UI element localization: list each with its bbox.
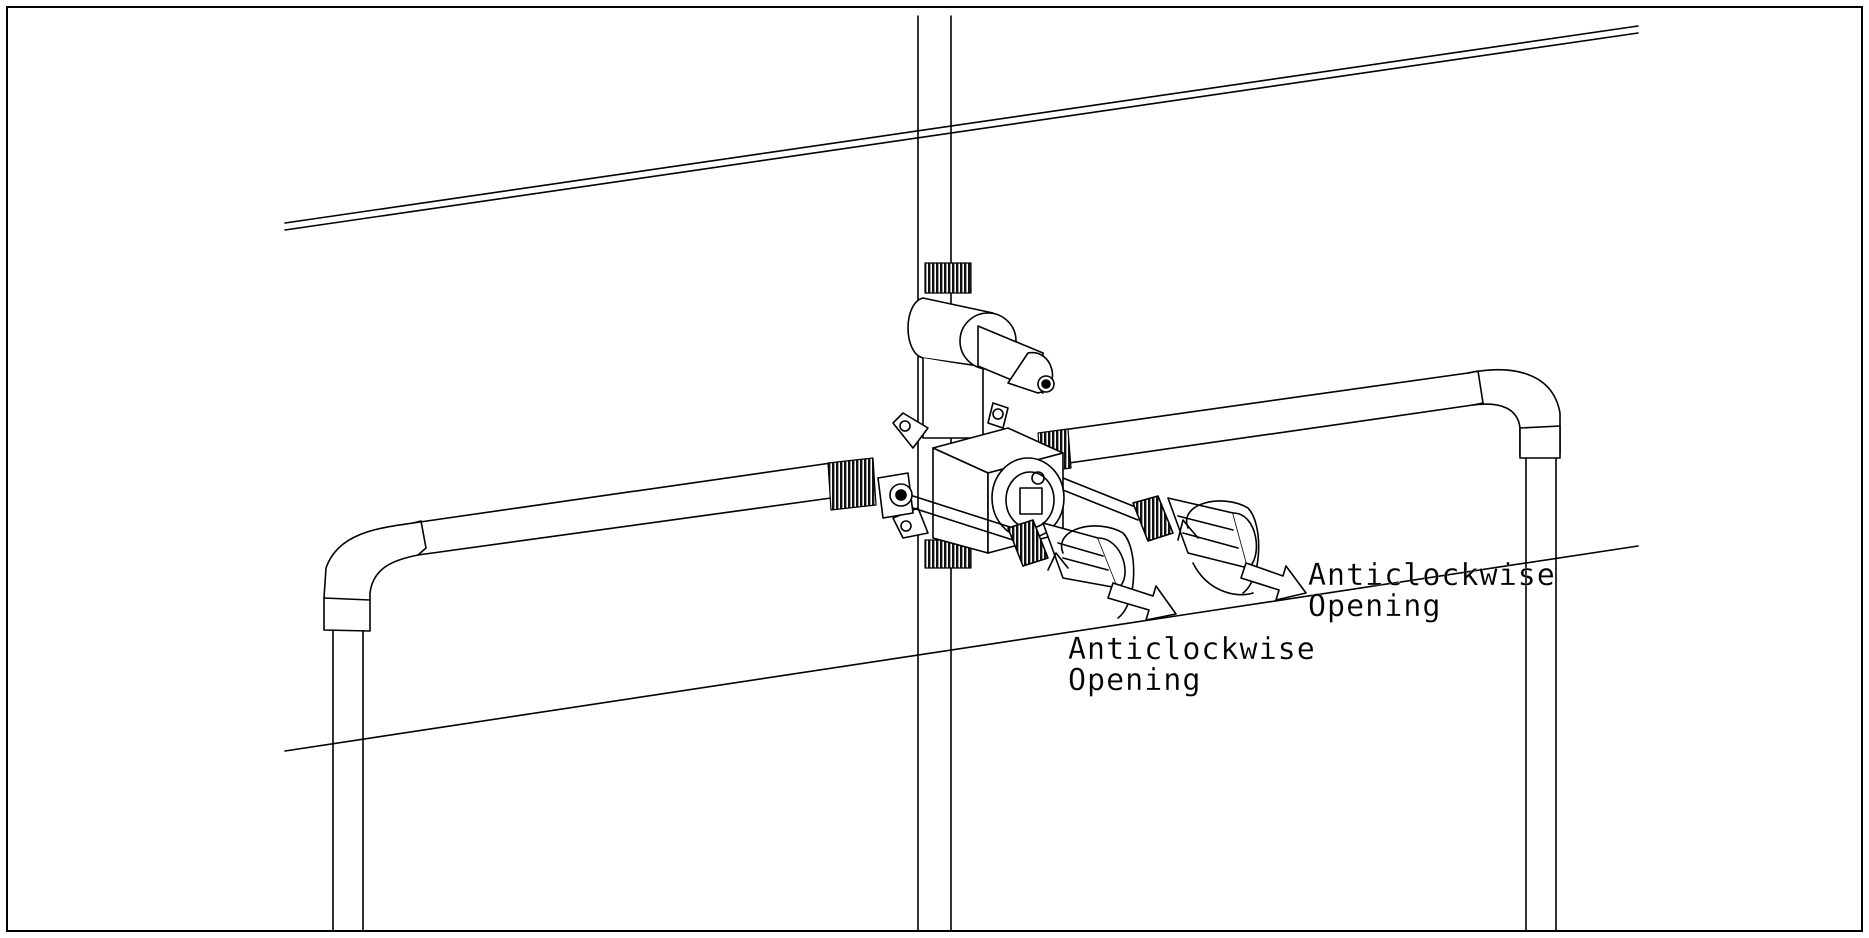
left-opening-arrow [1107,582,1177,621]
drawing-frame: Anticlockwise Opening Anticlockwise Open… [6,6,1863,932]
wall-lower-line [284,545,1639,752]
left-branch-pipe [412,462,832,556]
left-callout-label: Anticlockwise Opening [1068,634,1316,696]
mounting-lugs [892,402,1009,539]
valve-body [932,427,1065,554]
top-thread [924,262,972,294]
right-opening-arrow [1240,562,1307,601]
right-callout-line2: Opening [1308,589,1442,624]
right-callout-line1: Anticlockwise [1308,558,1556,593]
right-valve-spindle [1062,477,1139,521]
left-elbow [323,520,427,930]
upper-outlet [907,297,1055,439]
left-callout-line1: Anticlockwise [1068,632,1316,667]
left-thread [827,457,877,511]
valve-installation-diagram [284,15,1639,930]
screw-icon [900,520,912,532]
left-valve-spindle [877,472,1014,541]
right-stop-valve [1132,495,1260,596]
left-stop-valve [1007,519,1135,619]
right-branch-pipe [1047,372,1474,467]
left-callout-line2: Opening [1068,663,1202,698]
wall-upper-line [284,25,1639,231]
right-elbow [1467,369,1561,930]
right-callout-label: Anticlockwise Opening [1308,560,1556,622]
screw-icon [992,408,1004,420]
screw-icon [899,420,911,432]
